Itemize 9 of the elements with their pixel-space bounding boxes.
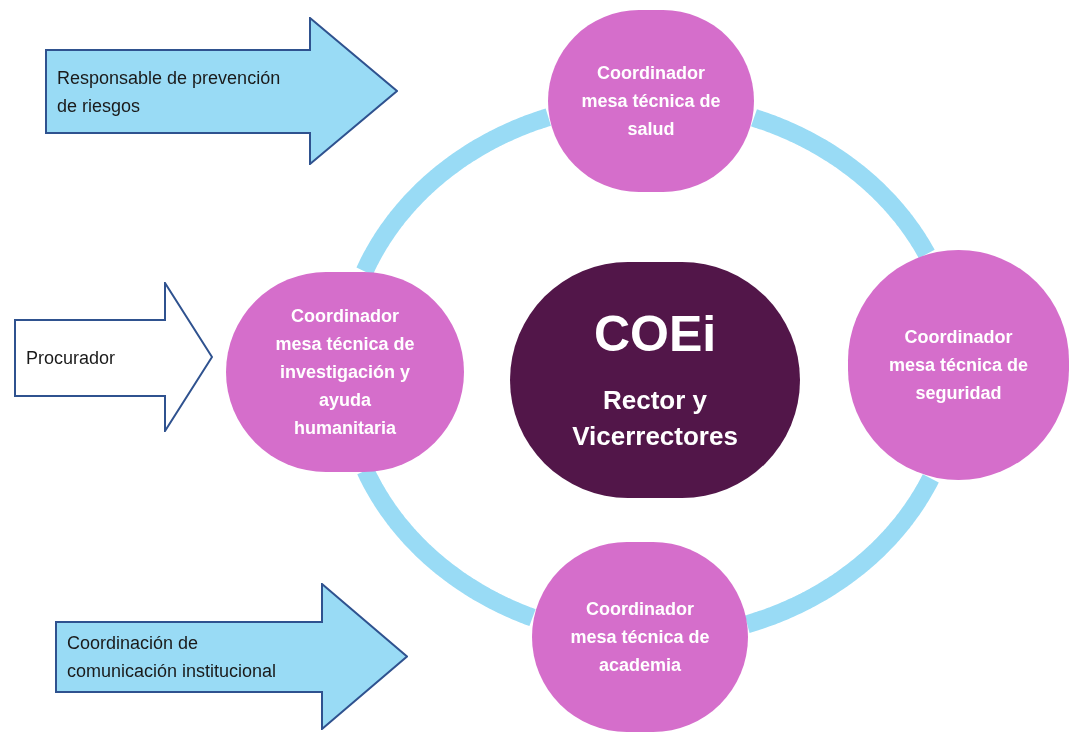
arrow-label: Responsable de prevención de riesgos bbox=[57, 66, 282, 118]
arrow-label: Procurador bbox=[26, 347, 117, 370]
arrow-label: Coordinación de comunicación institucional bbox=[67, 632, 278, 683]
center-title: COEi bbox=[593, 306, 717, 362]
role-label: Coordinador mesa técnica de seguridad bbox=[887, 326, 1030, 405]
role-label: Coordinador mesa técnica de investigación y ayuda humanitaria bbox=[274, 305, 416, 440]
role-label: Coordinador mesa técnica de salud bbox=[580, 62, 722, 141]
center-subtitle: Rector y Vicerrectores bbox=[571, 384, 739, 453]
role-label: Coordinador mesa técnica de academia bbox=[569, 598, 711, 677]
